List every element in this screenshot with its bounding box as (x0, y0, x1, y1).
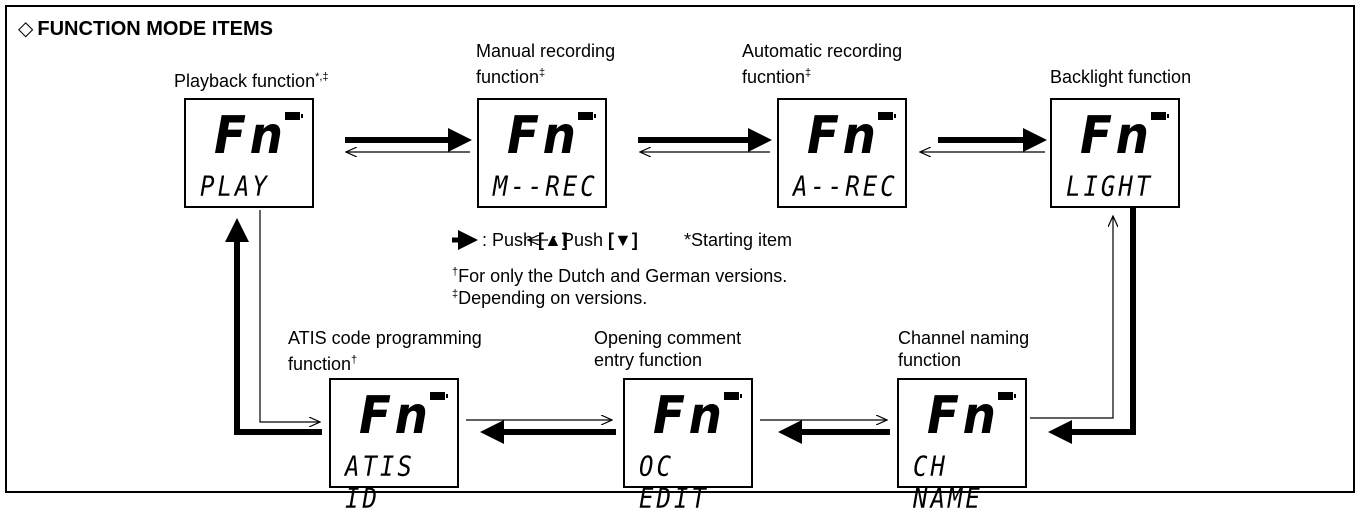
legend-starting-item: *Starting item (684, 230, 793, 250)
fn-text: Fn (507, 106, 580, 166)
label-backlight: Backlight function (1050, 67, 1192, 87)
battery-icon (578, 112, 596, 120)
fn-text: Fn (653, 386, 726, 446)
lcd-automatic-recording: Fn A--REC (777, 98, 907, 208)
footnote-dagger: †For only the Dutch and German versions. (452, 266, 788, 286)
thin-arrow-down-right (259, 210, 320, 422)
fn-text: Fn (807, 106, 880, 166)
battery-icon (878, 112, 896, 120)
thick-arrow-up (225, 218, 322, 435)
lcd-atis: Fn ATIS ID (329, 378, 459, 514)
label-playback: Playback function*,‡ (174, 71, 329, 91)
legend-push-up: : Push [▲] (482, 230, 568, 250)
battery-icon (998, 392, 1016, 400)
segment-display: LIGHT (1066, 170, 1154, 203)
segment-display: M--REC (493, 170, 598, 203)
battery-icon (430, 392, 448, 400)
footnote-double-dagger: ‡Depending on versions. (452, 288, 648, 308)
segment-display: A--REC (793, 170, 898, 203)
battery-icon (1151, 112, 1169, 120)
fn-text: Fn (359, 386, 432, 446)
diamond-icon: ◇ (18, 18, 34, 40)
thick-arrow-down-left (1048, 208, 1136, 444)
title-text: FUNCTION MODE ITEMS (37, 18, 273, 40)
diagram-frame (5, 5, 1355, 493)
fn-text: Fn (927, 386, 1000, 446)
battery-icon (285, 112, 303, 120)
segment-display: PLAY (200, 170, 270, 203)
fn-text: Fn (1080, 106, 1153, 166)
legend-push-down: : Push [▼] (552, 230, 638, 250)
fn-text: Fn (214, 106, 287, 166)
flow-arrows (225, 128, 1136, 444)
diagram-title: ◇FUNCTION MODE ITEMS (18, 16, 273, 41)
lcd-playback: Fn PLAY (184, 98, 314, 208)
lcd-manual-recording: Fn M--REC (477, 98, 607, 208)
battery-icon (724, 392, 742, 400)
lcd-opening-comment: Fn OC EDIT (623, 378, 753, 514)
thin-arrow-up (1030, 216, 1113, 419)
lcd-backlight: Fn LIGHT (1050, 98, 1180, 208)
